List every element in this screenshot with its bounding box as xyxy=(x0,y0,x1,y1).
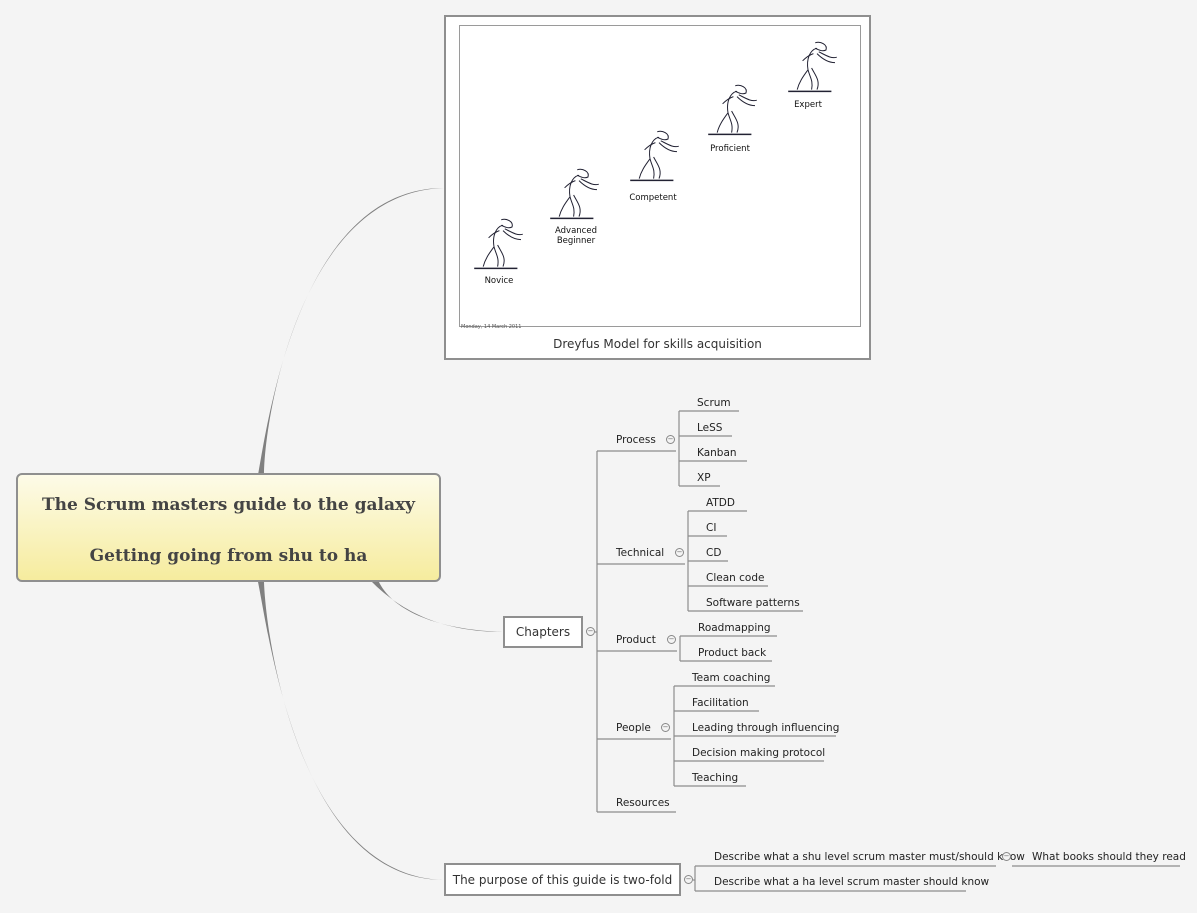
item-ci[interactable]: CI xyxy=(706,522,717,534)
purpose-item-shu[interactable]: Describe what a shu level scrum master m… xyxy=(714,851,1025,863)
collapse-shu-icon[interactable]: − xyxy=(1002,852,1011,861)
figure-novice xyxy=(474,218,523,270)
collapse-chapters-icon[interactable]: − xyxy=(586,627,595,636)
purpose-label: The purpose of this guide is two-fold xyxy=(452,872,673,887)
stage-proficient: Proficient xyxy=(710,144,750,154)
purpose-item-books[interactable]: What books should they read xyxy=(1032,851,1186,863)
item-teaching[interactable]: Teaching xyxy=(692,772,739,784)
collapse-technical-icon[interactable]: − xyxy=(675,548,684,557)
dreyfus-image-node[interactable]: Novice Advanced Beginner Competent Profi… xyxy=(444,15,871,360)
item-kanban[interactable]: Kanban xyxy=(697,447,737,459)
purpose-item-ha[interactable]: Describe what a ha level scrum master sh… xyxy=(714,876,990,888)
branch-root-to-chapters xyxy=(372,580,503,632)
item-atdd[interactable]: ATDD xyxy=(706,497,735,509)
item-product-back[interactable]: Product back xyxy=(698,647,767,659)
item-decision-making-protocol[interactable]: Decision making protocol xyxy=(692,747,826,759)
collapse-purpose-icon[interactable]: − xyxy=(684,875,693,884)
root-topic[interactable]: The Scrum masters guide to the galaxy Ge… xyxy=(16,473,441,582)
item-clean-code[interactable]: Clean code xyxy=(706,572,765,584)
stage-expert: Expert xyxy=(794,100,822,110)
figure-expert xyxy=(788,41,837,93)
slide-date: Monday, 14 March 2011 xyxy=(461,324,522,330)
collapse-process-icon[interactable]: − xyxy=(666,435,675,444)
figure-competent xyxy=(630,130,679,182)
dreyfus-slide: Novice Advanced Beginner Competent Profi… xyxy=(459,25,861,327)
stage-novice: Novice xyxy=(484,276,514,286)
purpose-topic[interactable]: The purpose of this guide is two-fold xyxy=(444,863,681,896)
item-leading-through-influencing[interactable]: Leading through influencing xyxy=(692,722,840,734)
group-people[interactable]: People xyxy=(616,722,651,734)
group-resources[interactable]: Resources xyxy=(616,797,670,809)
root-title-line1: The Scrum masters guide to the galaxy xyxy=(41,495,416,515)
branch-root-to-image xyxy=(258,188,444,475)
branch-root-to-purpose xyxy=(258,582,444,880)
group-product[interactable]: Product xyxy=(616,634,656,646)
item-scrum[interactable]: Scrum xyxy=(697,397,731,409)
item-team-coaching[interactable]: Team coaching xyxy=(692,672,771,684)
root-title-line2: Getting going from shu to ha xyxy=(89,546,368,566)
chapters-topic[interactable]: Chapters xyxy=(503,616,583,648)
collapse-people-icon[interactable]: − xyxy=(661,723,670,732)
item-less[interactable]: LeSS xyxy=(697,422,723,434)
item-cd[interactable]: CD xyxy=(706,547,722,559)
item-software-patterns[interactable]: Software patterns xyxy=(706,597,800,609)
image-caption: Dreyfus Model for skills acquisition xyxy=(553,337,762,351)
item-xp[interactable]: XP xyxy=(697,472,711,484)
figure-advanced-beginner xyxy=(550,168,599,220)
group-technical[interactable]: Technical xyxy=(616,547,665,559)
group-process[interactable]: Process xyxy=(616,434,656,446)
chapters-label: Chapters xyxy=(515,625,571,639)
dreyfus-figures xyxy=(474,41,837,270)
item-roadmapping[interactable]: Roadmapping xyxy=(698,622,771,634)
figure-proficient xyxy=(708,84,757,136)
item-facilitation[interactable]: Facilitation xyxy=(692,697,749,709)
collapse-product-icon[interactable]: − xyxy=(667,635,676,644)
stage-competent: Competent xyxy=(629,193,677,203)
stage-advanced-beginner: Advanced Beginner xyxy=(555,226,597,246)
